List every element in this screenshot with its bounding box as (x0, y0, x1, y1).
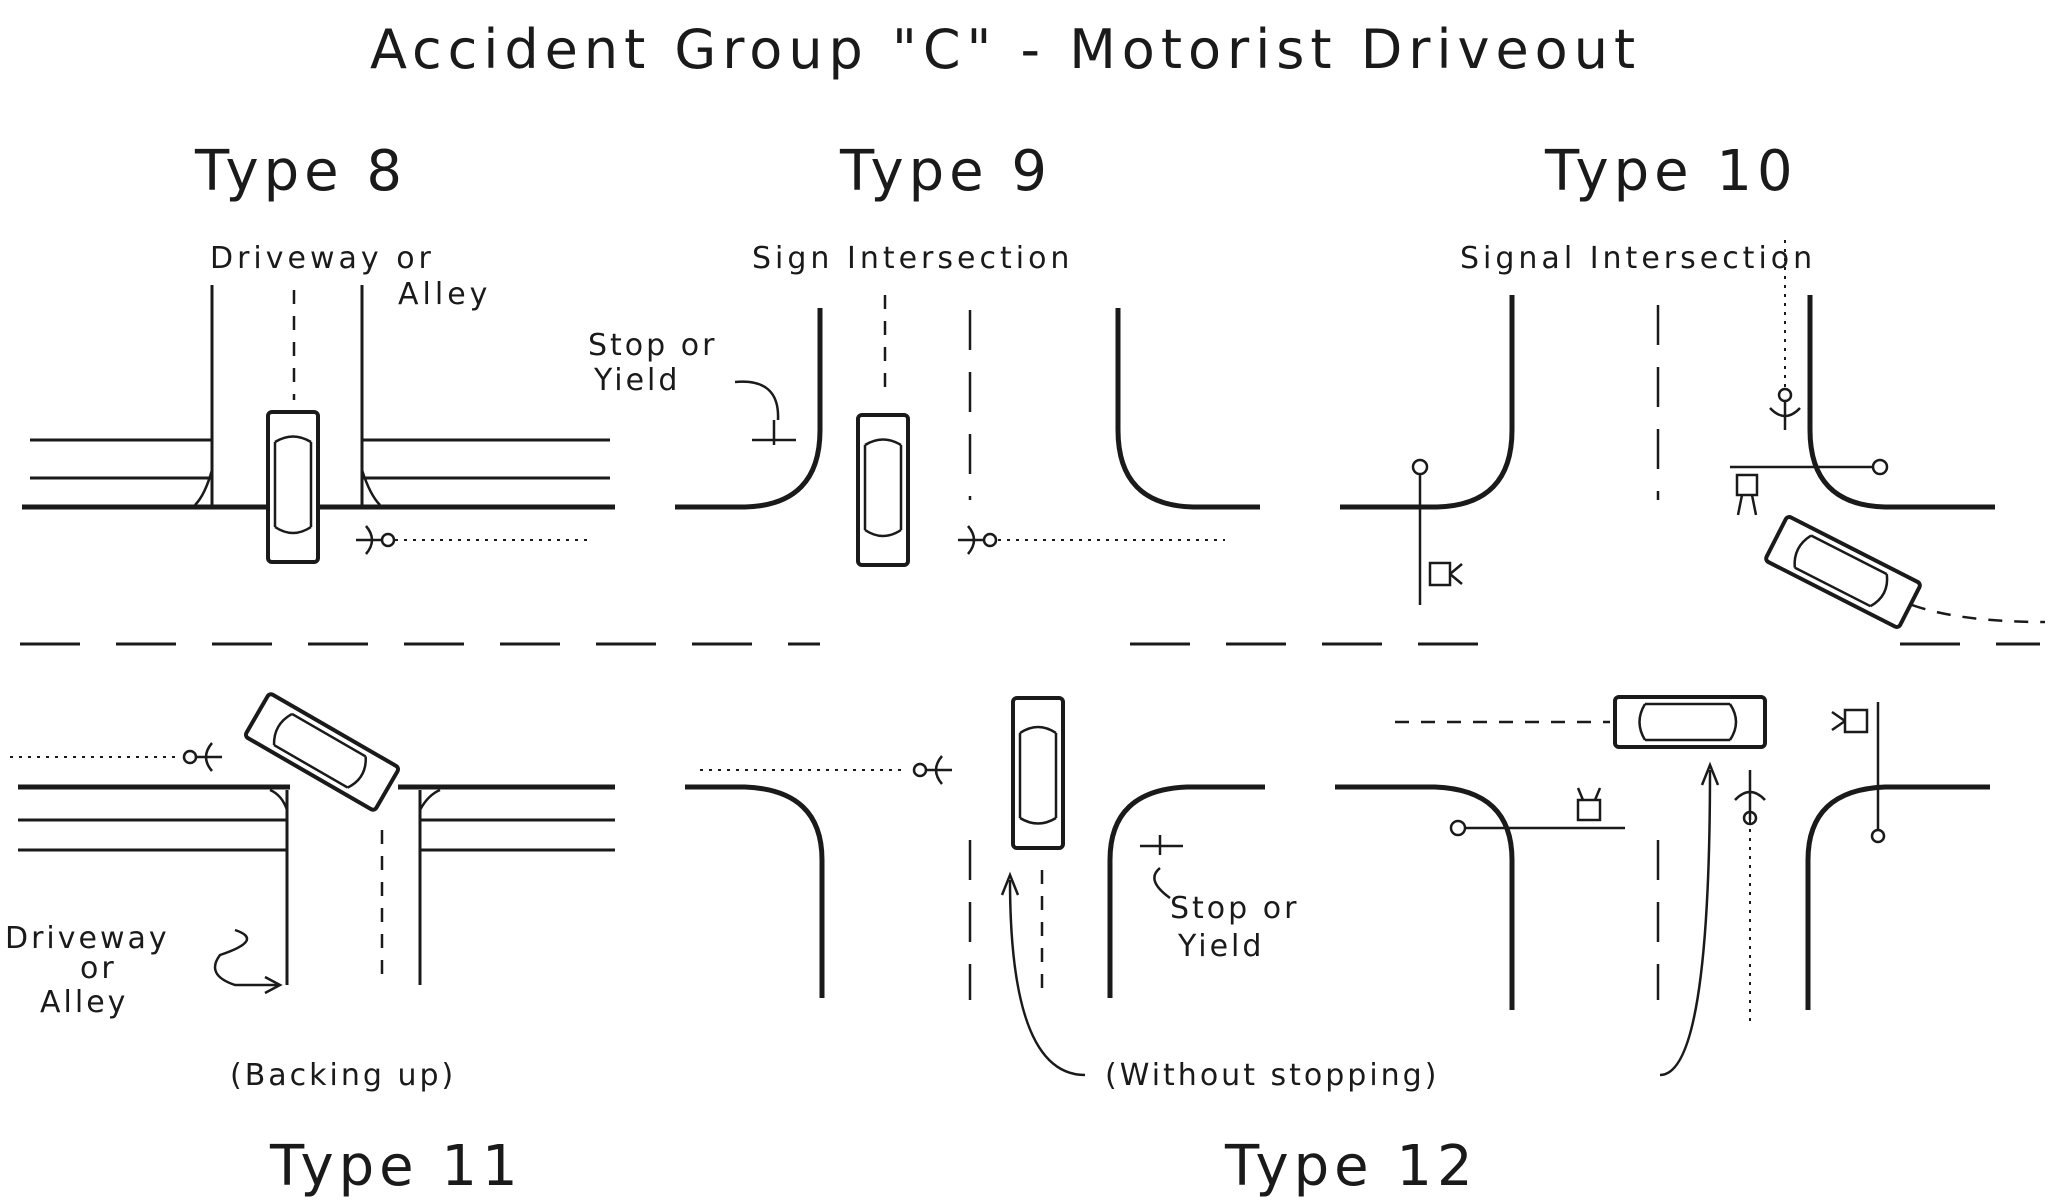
type10-heading: Type 10 (1544, 139, 1798, 204)
car-backing-up (242, 690, 402, 814)
page-title: Accident Group "C" - Motorist Driveout (370, 18, 1641, 81)
stop-sign-label: Yield (593, 363, 680, 398)
car-turning-right (1762, 513, 1924, 631)
stop-sign-icon (1140, 835, 1183, 855)
signal-icon (1730, 458, 1889, 516)
type9-label: Sign Intersection (752, 241, 1073, 276)
stop-sign-label: Stop or (588, 328, 717, 363)
without-stopping-note: (Without stopping) (1105, 1058, 1439, 1093)
type9-panel: Sign Intersection Stop or Yield (588, 241, 1260, 567)
stop-sign-label: Stop or (1170, 891, 1299, 926)
pedestrian-icon (956, 524, 998, 556)
car-at-stop (856, 413, 910, 567)
driveway (194, 285, 381, 506)
type10-panel: Signal Intersection (1340, 240, 2046, 631)
type12-panel: Stop or Yield (Without stopping) (685, 696, 1720, 1093)
type10-label: Signal Intersection (1460, 241, 1816, 276)
type12-heading: Type 12 (1224, 1134, 1478, 1199)
backing-up-note: (Backing up) (230, 1058, 456, 1093)
pedestrian-icon (1734, 770, 1766, 826)
type8-heading: Type 8 (194, 139, 407, 204)
driveway (269, 788, 441, 985)
type11-label: Driveway (5, 921, 170, 956)
type8-label: Alley (398, 277, 491, 312)
type11-label: or (80, 951, 117, 986)
signal-icon (1411, 458, 1463, 605)
signal-icon (1831, 702, 1886, 844)
type11-panel: Driveway or Alley (Backing up) (5, 690, 615, 1093)
type12-signal-panel (1335, 695, 1990, 1025)
car-exiting-driveway (266, 410, 320, 564)
type8-label: Driveway or (210, 241, 435, 276)
type11-label: Alley (40, 985, 128, 1020)
stop-sign-label: Yield (1177, 929, 1264, 964)
pedestrian-icon (912, 754, 954, 786)
pedestrian-icon (1769, 387, 1801, 430)
pedestrian-icon (182, 741, 224, 773)
car-through-signal (1613, 695, 1767, 749)
type9-heading: Type 9 (839, 139, 1052, 204)
sidewalk (18, 784, 615, 852)
stop-sign-icon (752, 420, 796, 445)
car-without-stopping (1011, 696, 1065, 850)
pedestrian-icon (354, 524, 396, 556)
type11-heading: Type 11 (269, 1134, 523, 1199)
type8-panel: Driveway or Alley (22, 241, 615, 564)
signal-icon (1449, 787, 1625, 837)
